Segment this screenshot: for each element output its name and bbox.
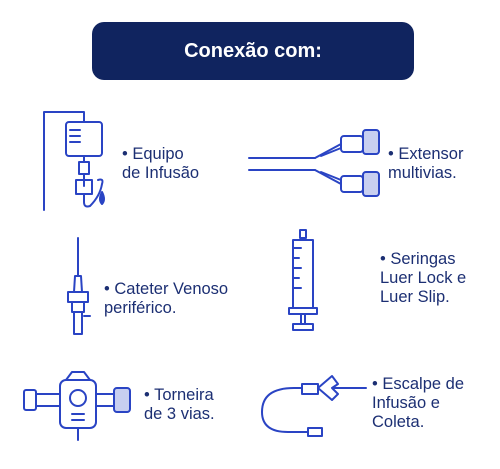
header-title: Conexão com: [184, 39, 322, 62]
multiway-extension-icon [245, 118, 393, 218]
syringe-icon [283, 228, 323, 336]
header-banner: Conexão com: [92, 22, 414, 80]
item-label-syringe: • Seringas Luer Lock e Luer Slip. [380, 250, 467, 306]
item-label-infusion-set: • Equipo de Infusão [122, 145, 200, 182]
item-label-multiway-extension: • Extensor multivias. [388, 145, 464, 182]
item-label-catheter: • Cateter Venoso periférico. [104, 280, 229, 317]
item-label-stopcock: • Torneira de 3 vias. [144, 386, 215, 423]
catheter-icon [58, 236, 98, 340]
infusion-set-icon [36, 108, 116, 213]
item-label-scalp-needle: • Escalpe de Infusão e Coleta. [372, 375, 464, 431]
scalp-needle-icon [258, 372, 370, 456]
stopcock-icon [20, 370, 138, 442]
